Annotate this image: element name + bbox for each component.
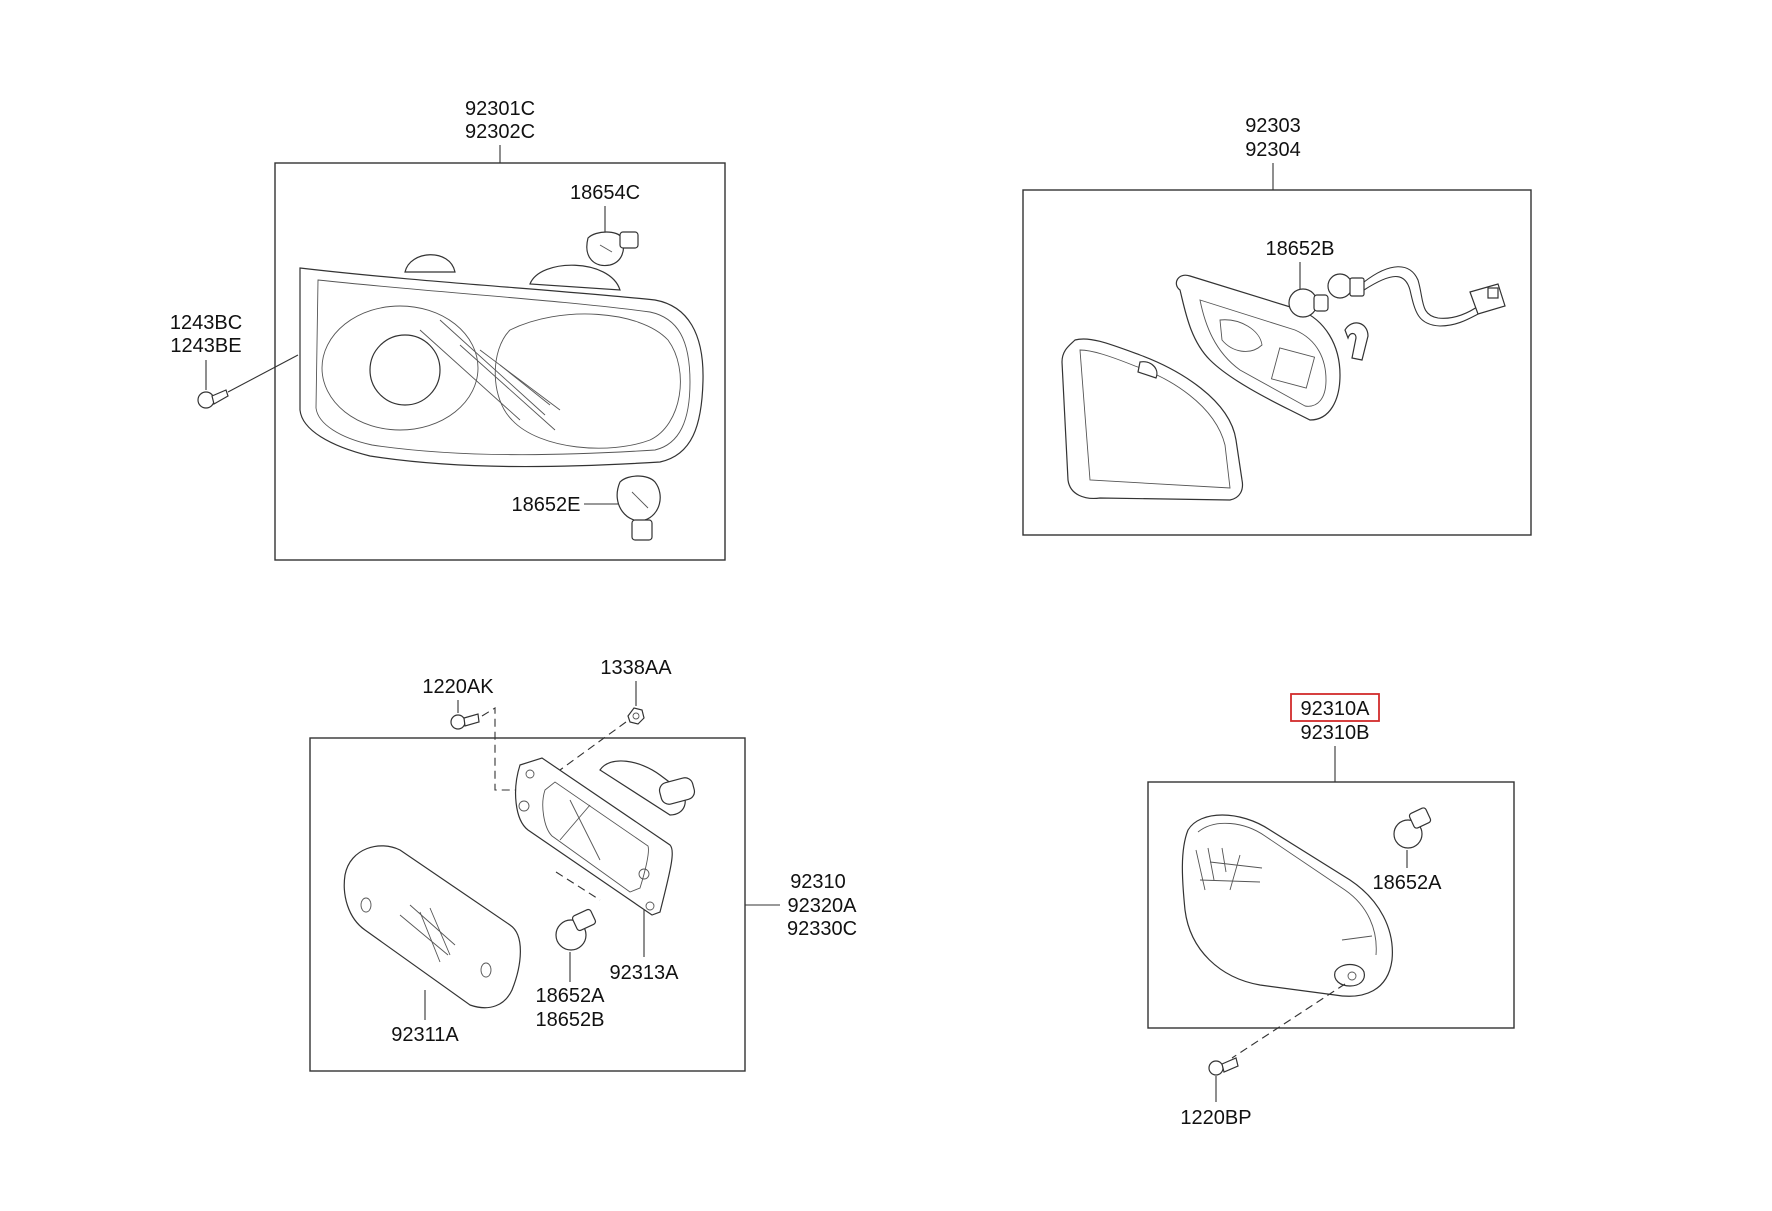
part-18652a-turn[interactable]: 18652A: [1373, 872, 1443, 894]
fog-lamp-label-2[interactable]: 92304: [1245, 139, 1301, 161]
bulb-18652e-drawing: [616, 475, 661, 541]
part-18652b-side[interactable]: 18652B: [536, 1009, 605, 1031]
turn-signal-box: [1147, 781, 1515, 1029]
side-marker-housing-drawing: [515, 757, 696, 916]
part-1243be[interactable]: 1243BE: [170, 335, 241, 357]
part-1220ak[interactable]: 1220AK: [422, 676, 494, 698]
highlight-92310a-box: [1290, 693, 1380, 722]
fog-wire-harness-drawing: [1363, 266, 1506, 327]
bulb-18654c-drawing: [586, 231, 639, 267]
headlamp-label-1[interactable]: 92301C: [465, 98, 535, 120]
screw-1243-icon: [197, 389, 229, 409]
part-92313a[interactable]: 92313A: [610, 962, 680, 984]
turn-signal-label-2[interactable]: 92310B: [1301, 722, 1370, 744]
screw-1220bp-icon: [1208, 1057, 1239, 1076]
side-marker-label-3[interactable]: 92330C: [787, 918, 857, 940]
part-18652a-side[interactable]: 18652A: [536, 985, 606, 1007]
part-18652e[interactable]: 18652E: [512, 494, 581, 516]
side-marker-lens-drawing: [343, 845, 521, 1009]
headlamp-box: [274, 162, 726, 561]
side-marker-label-2[interactable]: 92320A: [788, 895, 858, 917]
headlamp-group: 92301C 92302C 186: [170, 98, 726, 561]
fog-clip-icon: [1344, 322, 1369, 361]
fog-lamp-box: [1022, 189, 1532, 536]
fog-lamp-lens-drawing: [1061, 338, 1244, 501]
headlamp-housing-drawing: [299, 254, 704, 468]
part-1338aa[interactable]: 1338AA: [600, 657, 672, 679]
fog-bulb-18652b-drawing: [1288, 273, 1365, 318]
turn-bulb-18652a-drawing: [1393, 807, 1432, 849]
side-bulb-18652ab-drawing: [555, 908, 597, 951]
side-marker-group: 1220AK 1338AA 92313A: [309, 657, 858, 1072]
part-18654c[interactable]: 18654C: [570, 182, 640, 204]
part-18652b-fog[interactable]: 18652B: [1266, 238, 1335, 260]
part-1243bc[interactable]: 1243BC: [170, 312, 242, 334]
fog-lamp-label-1[interactable]: 92303: [1245, 115, 1301, 137]
turn-signal-group: 92310A 92310B 18652A: [1147, 693, 1515, 1129]
nut-1338aa-icon: [627, 707, 645, 725]
screw-1220ak-icon: [450, 713, 480, 730]
side-marker-label-1[interactable]: 92310: [790, 871, 846, 893]
turn-signal-label-1[interactable]: 92310A: [1301, 698, 1371, 720]
part-1220bp[interactable]: 1220BP: [1180, 1107, 1251, 1129]
turn-signal-lamp-drawing: [1181, 814, 1393, 997]
part-92311a[interactable]: 92311A: [391, 1024, 459, 1046]
fog-lamp-group: 92303 92304 18652B: [1022, 115, 1532, 536]
headlamp-label-2[interactable]: 92302C: [465, 121, 535, 143]
